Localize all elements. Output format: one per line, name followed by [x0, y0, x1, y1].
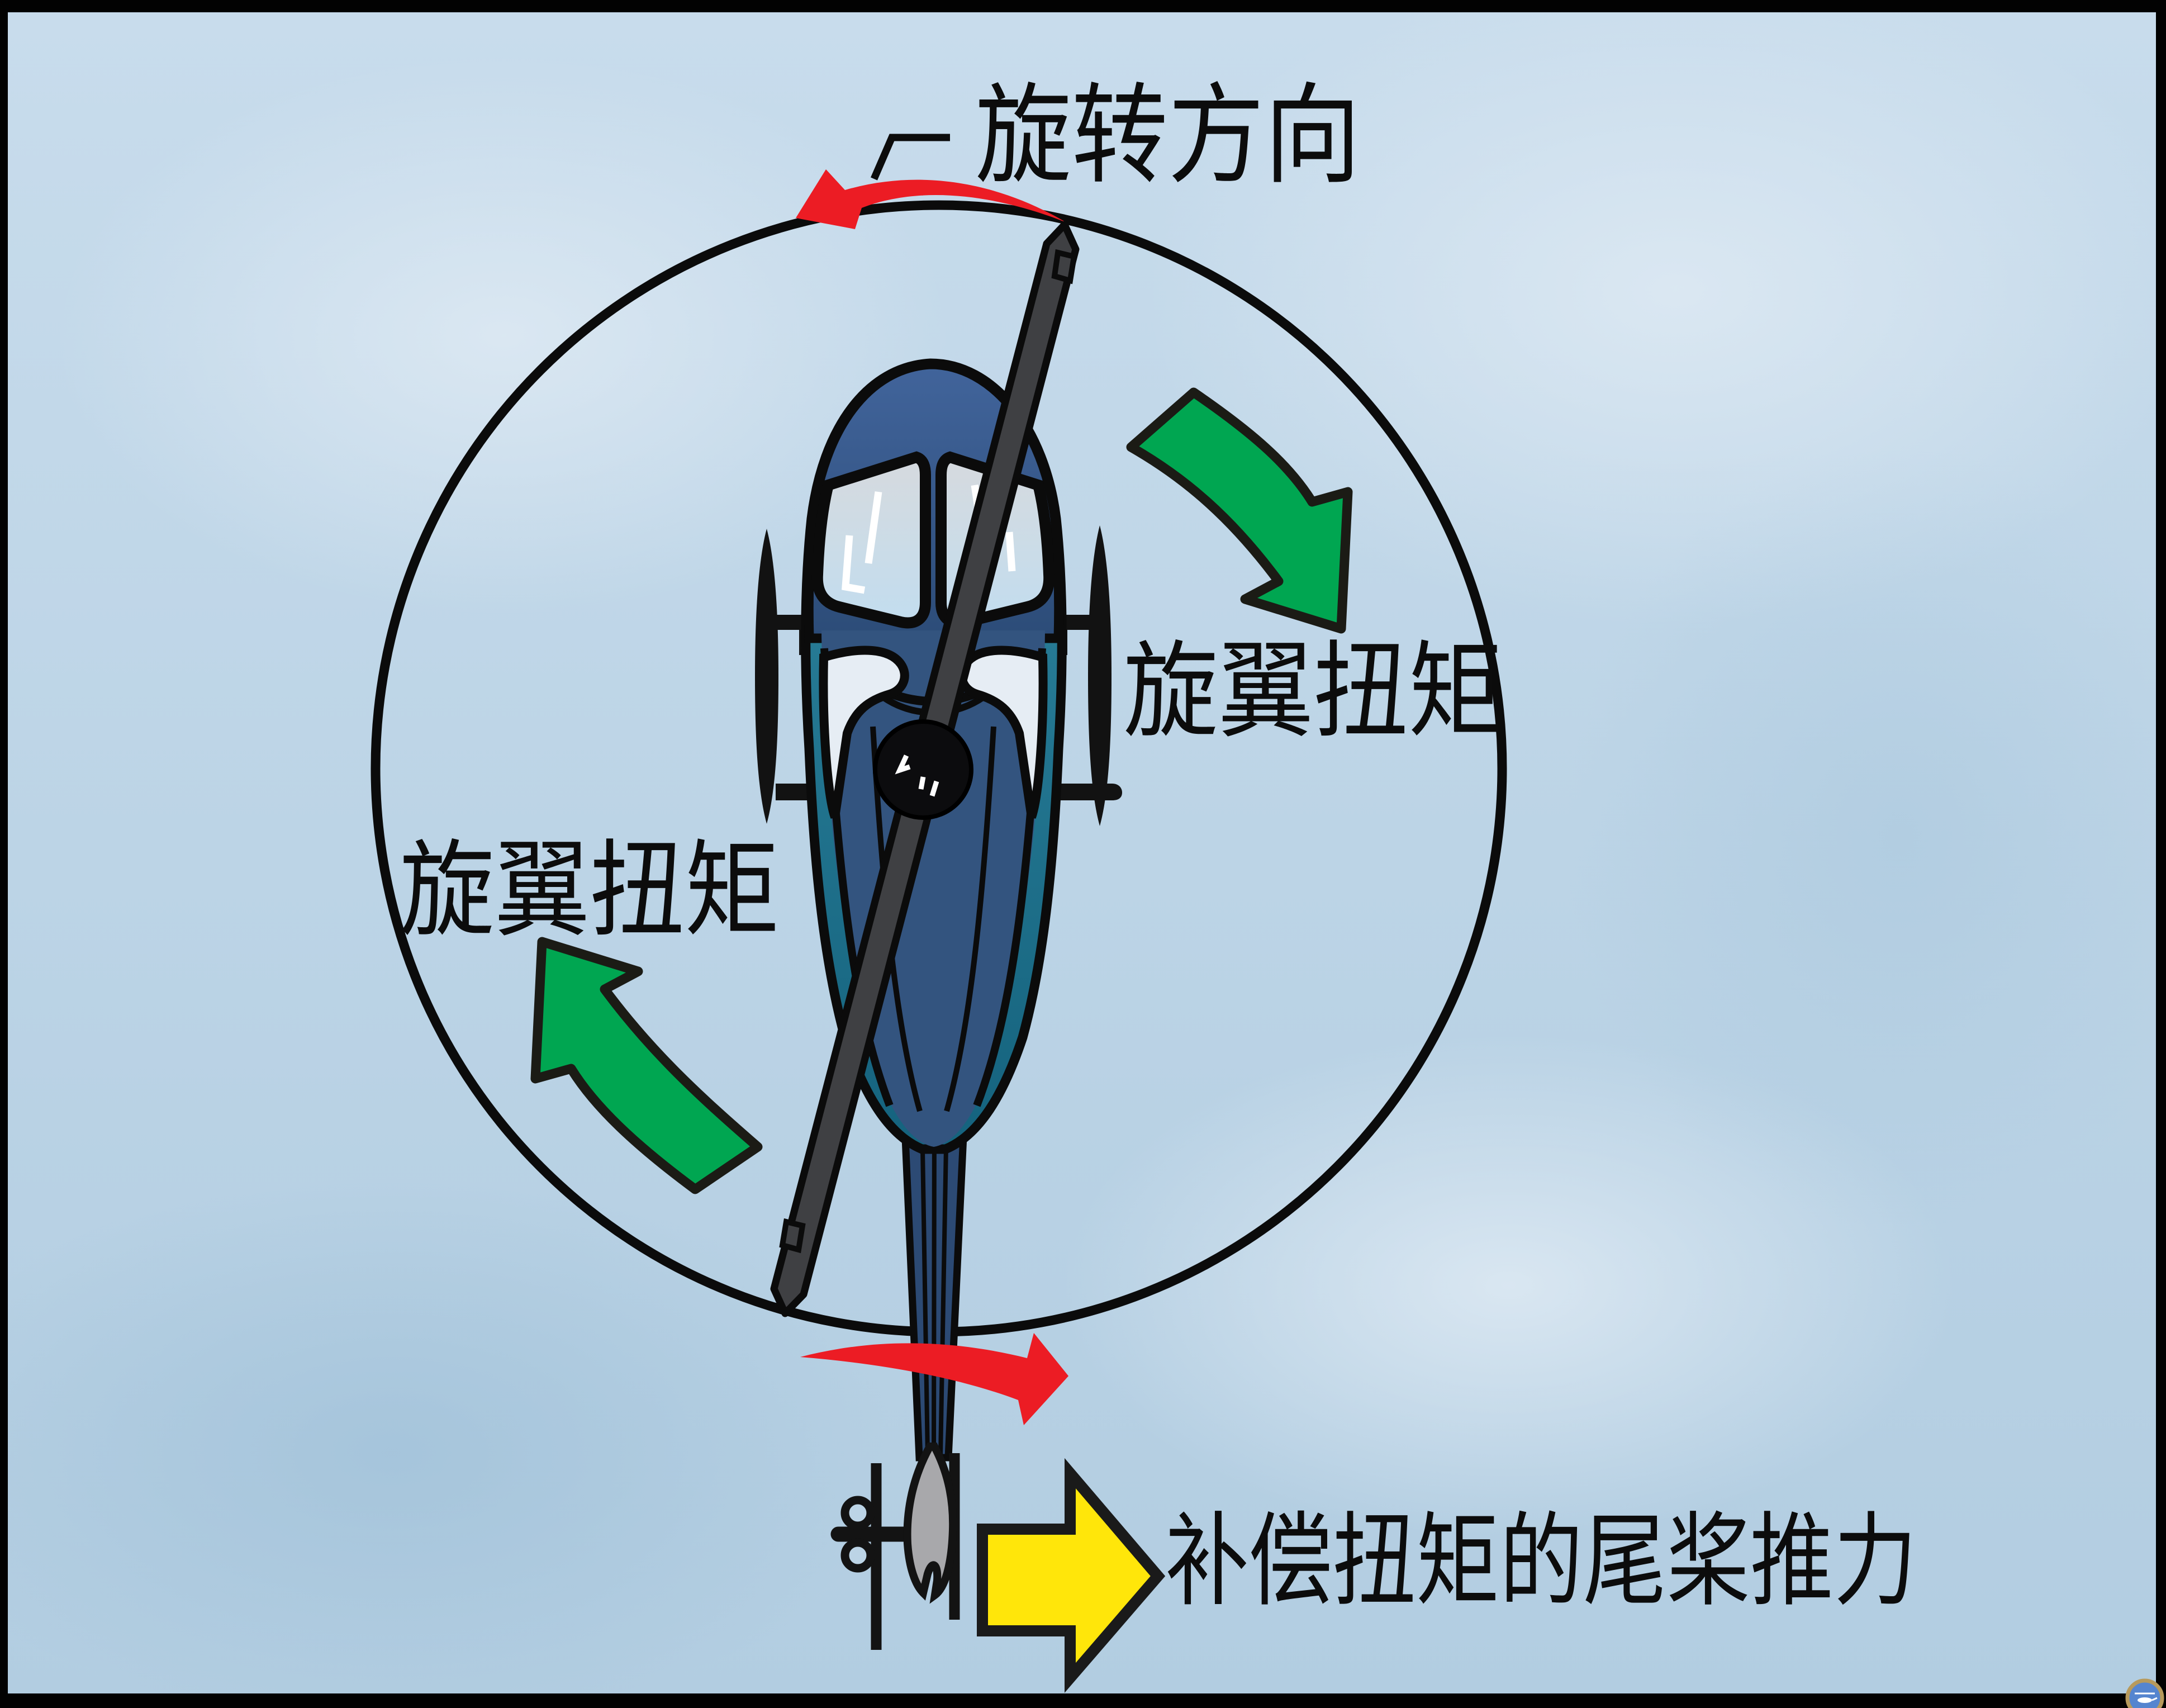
- rotation-arrow-bottom: [800, 1333, 1068, 1425]
- label-rotor-torque-right: 旋翼扭矩: [1123, 634, 1503, 751]
- label-rotor-torque-left: 旋翼扭矩: [400, 833, 780, 950]
- door-window-left: [819, 646, 909, 819]
- label-tail-thrust: 补偿扭矩的尾桨推力: [1166, 1506, 1917, 1619]
- rotation-arrows: [796, 169, 1068, 1425]
- label-rotation-direction: 旋转方向: [975, 77, 1361, 197]
- tail-rotor-hub-upper: [840, 1496, 875, 1530]
- door-windows: [819, 646, 1048, 819]
- rotor-hub: [873, 719, 973, 820]
- thrust-arrow: [977, 1458, 1166, 1693]
- rotor-hub-glints: [895, 755, 939, 797]
- blade-trim-tab-lower: [779, 1218, 806, 1254]
- torque-arrow-left: [530, 937, 763, 1194]
- blade-trim-tab-upper: [1051, 249, 1077, 284]
- tail-rotor-hub-lower: [840, 1538, 875, 1573]
- tail-rotor: [830, 1443, 960, 1650]
- main-rotor: [770, 221, 1080, 1317]
- leader-line: [871, 134, 950, 181]
- tail-rotor-blade: [903, 1443, 957, 1604]
- helicopter-badge-icon: [2125, 1678, 2164, 1708]
- rotation-arrow-top: [796, 169, 1066, 229]
- torque-arrow-right: [1126, 387, 1353, 634]
- door-window-right: [957, 646, 1048, 819]
